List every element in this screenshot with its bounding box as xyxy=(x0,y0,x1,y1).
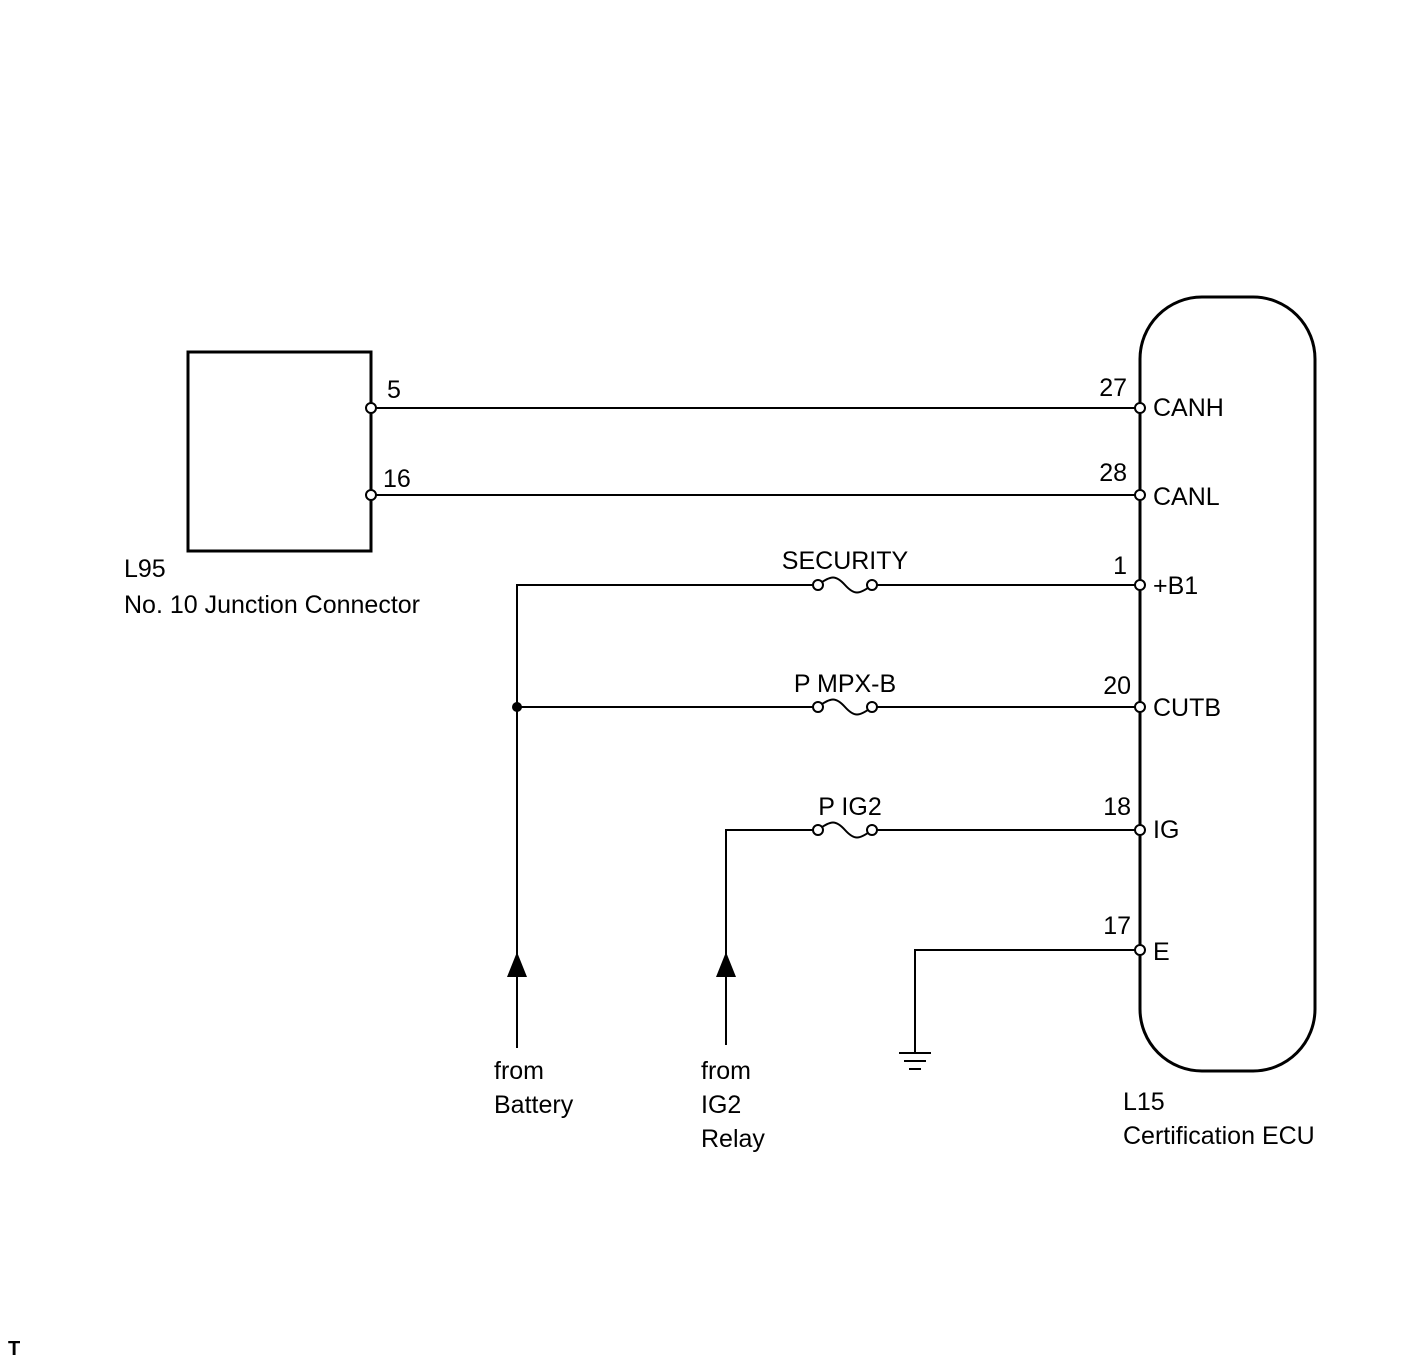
ecu-pin-18: 18 xyxy=(1103,793,1131,821)
ecu-label-b1: +B1 xyxy=(1153,572,1198,600)
ecu-label-cutb: CUTB xyxy=(1153,694,1221,722)
wire-b1 xyxy=(516,584,818,1048)
ecu-code: L15 xyxy=(1123,1088,1165,1116)
fuse-pmpxb-icon xyxy=(812,698,878,716)
ecu-pin-20: 20 xyxy=(1103,672,1131,700)
fuse-label-security: SECURITY xyxy=(782,547,909,575)
arrow-up-icon-ig2 xyxy=(716,952,736,977)
terminal-jc-5 xyxy=(365,402,377,414)
source-battery-line2: Battery xyxy=(494,1091,574,1119)
fuse-pig2-icon xyxy=(812,821,878,839)
junction-connector-box xyxy=(186,350,373,553)
splice-point xyxy=(512,702,522,712)
terminal-ecu-17 xyxy=(1134,944,1146,956)
ground-icon xyxy=(899,1052,931,1070)
ecu-pin-27: 27 xyxy=(1099,374,1127,402)
source-ig2-line2: IG2 xyxy=(701,1091,741,1119)
wire-ground xyxy=(914,949,1140,1052)
fuse-label-pmpxb: P MPX-B xyxy=(794,670,896,698)
ecu-pin-1: 1 xyxy=(1113,552,1127,580)
ecu-body xyxy=(1138,295,1317,1073)
terminal-ecu-20 xyxy=(1134,701,1146,713)
arrow-up-icon-battery xyxy=(507,952,527,977)
fuse-security-icon xyxy=(812,576,878,594)
terminal-ecu-27 xyxy=(1134,402,1146,414)
source-battery-line1: from xyxy=(494,1057,544,1085)
terminal-ecu-1 xyxy=(1134,579,1146,591)
ecu-label-ig: IG xyxy=(1153,816,1179,844)
fuse-label-pig2: P IG2 xyxy=(818,793,881,821)
ecu-name: Certification ECU xyxy=(1123,1122,1315,1150)
source-ig2-line3: Relay xyxy=(701,1125,765,1153)
wire-ig xyxy=(725,829,818,1045)
jc-name: No. 10 Junction Connector xyxy=(124,591,420,619)
ecu-pin-17: 17 xyxy=(1103,912,1131,940)
terminal-jc-16 xyxy=(365,489,377,501)
terminal-ecu-28 xyxy=(1134,489,1146,501)
corner-mark: T xyxy=(8,1338,20,1360)
source-ig2-line1: from xyxy=(701,1057,751,1085)
jc-pin-5: 5 xyxy=(387,376,401,404)
ecu-label-e: E xyxy=(1153,938,1170,966)
ecu-label-canh: CANH xyxy=(1153,394,1224,422)
terminal-ecu-18 xyxy=(1134,824,1146,836)
ecu-pin-28: 28 xyxy=(1099,459,1127,487)
jc-pin-16: 16 xyxy=(383,465,411,493)
ecu-label-canl: CANL xyxy=(1153,483,1220,511)
jc-code: L95 xyxy=(124,555,166,583)
